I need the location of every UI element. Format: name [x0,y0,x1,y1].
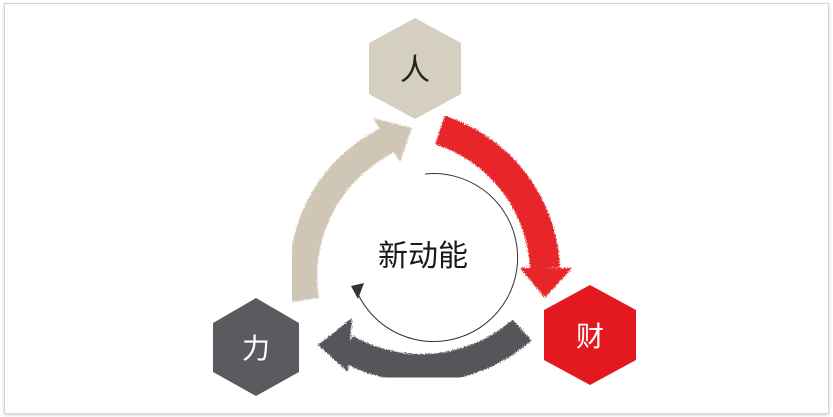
node-power-hexagon [213,298,299,396]
arrow-people-to-money-stroke [435,115,560,269]
inner-cycle-line [356,173,519,343]
node-people-label: 人 [400,53,430,88]
arrow-people-to-money-head [520,268,572,298]
node-money-label: 财 [576,320,604,353]
node-power: 力 [213,298,299,396]
node-people-hexagon [369,18,461,119]
arrow-power-to-people [289,118,412,303]
node-money: 财 [544,285,636,385]
arrow-money-to-power [318,318,532,383]
arrow-money-to-power-head [318,318,352,372]
inner-cycle-arrow [351,173,519,343]
node-power-label: 力 [242,332,270,365]
arrow-power-to-people-head [373,118,412,162]
center-label: 新动能 [378,239,468,274]
arrow-power-to-people-stroke [289,127,395,303]
node-people: 人 [369,18,461,119]
arrow-money-to-power-stroke [339,319,532,383]
arrow-people-to-money [435,115,572,298]
inner-cycle-arrowhead [351,283,364,299]
node-money-hexagon [544,285,636,385]
